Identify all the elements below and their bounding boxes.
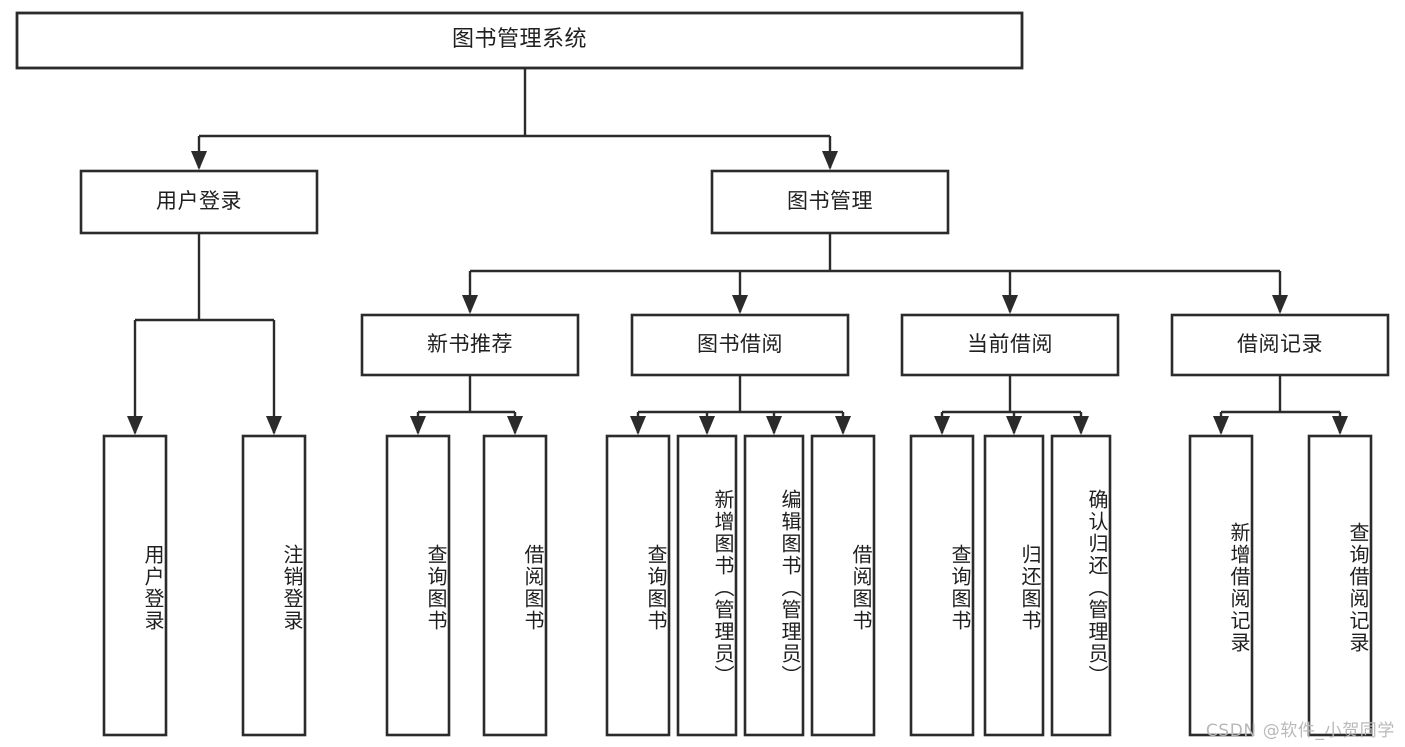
node-box-leaf-borrow-book-2 [810,434,876,737]
arrow-user-login-to-leaf-1 [266,416,282,435]
node-box-leaf-query-book-3 [909,434,975,737]
node-box-book-borrow [630,313,850,377]
node-box-leaf-return-book [983,434,1045,737]
arrow-bookmgmt-to-l2-3 [1272,295,1288,314]
node-box-leaf-user-login [102,434,168,737]
arrow-root-to-l1-1 [822,151,838,170]
arrow-borrow-record-to-leaf-1 [1332,416,1348,435]
arrow-book-borrow-to-leaf-1 [699,416,715,435]
box-layer [15,11,1390,737]
node-box-leaf-edit-book [743,434,805,737]
arrow-root-to-l1-0 [191,151,207,170]
arrow-bookmgmt-to-l2-2 [1002,295,1018,314]
node-box-leaf-confirm-return [1050,434,1112,737]
arrow-new-book-recommend-to-leaf-0 [410,416,426,435]
node-box-leaf-logout-login [241,434,307,737]
arrow-book-borrow-to-leaf-3 [835,416,851,435]
arrow-bookmgmt-to-l2-0 [462,295,478,314]
arrow-bookmgmt-to-l2-1 [732,295,748,314]
arrow-current-borrow-to-leaf-1 [1006,416,1022,435]
arrow-borrow-record-to-leaf-0 [1213,416,1229,435]
connector-layer [127,68,1348,435]
node-box-current-borrow [900,313,1120,377]
node-box-root [15,11,1024,70]
node-box-new-book-recommend [360,313,580,377]
node-box-leaf-query-book-1 [385,434,451,737]
watermark: CSDN @软件_小贺同学 [1205,721,1395,741]
arrow-book-borrow-to-leaf-0 [630,416,646,435]
node-box-leaf-add-record [1188,434,1254,737]
node-box-leaf-borrow-book-1 [482,434,548,737]
arrow-current-borrow-to-leaf-2 [1073,416,1089,435]
node-box-user-login [79,169,319,235]
arrow-book-borrow-to-leaf-2 [766,416,782,435]
arrow-current-borrow-to-leaf-0 [934,416,950,435]
node-box-leaf-add-book [676,434,738,737]
node-box-borrow-record [1170,313,1390,377]
arrow-new-book-recommend-to-leaf-1 [507,416,523,435]
node-box-book-management [710,169,950,235]
node-box-leaf-query-record [1307,434,1373,737]
node-box-leaf-query-book-2 [605,434,671,737]
arrow-user-login-to-leaf-0 [127,416,143,435]
